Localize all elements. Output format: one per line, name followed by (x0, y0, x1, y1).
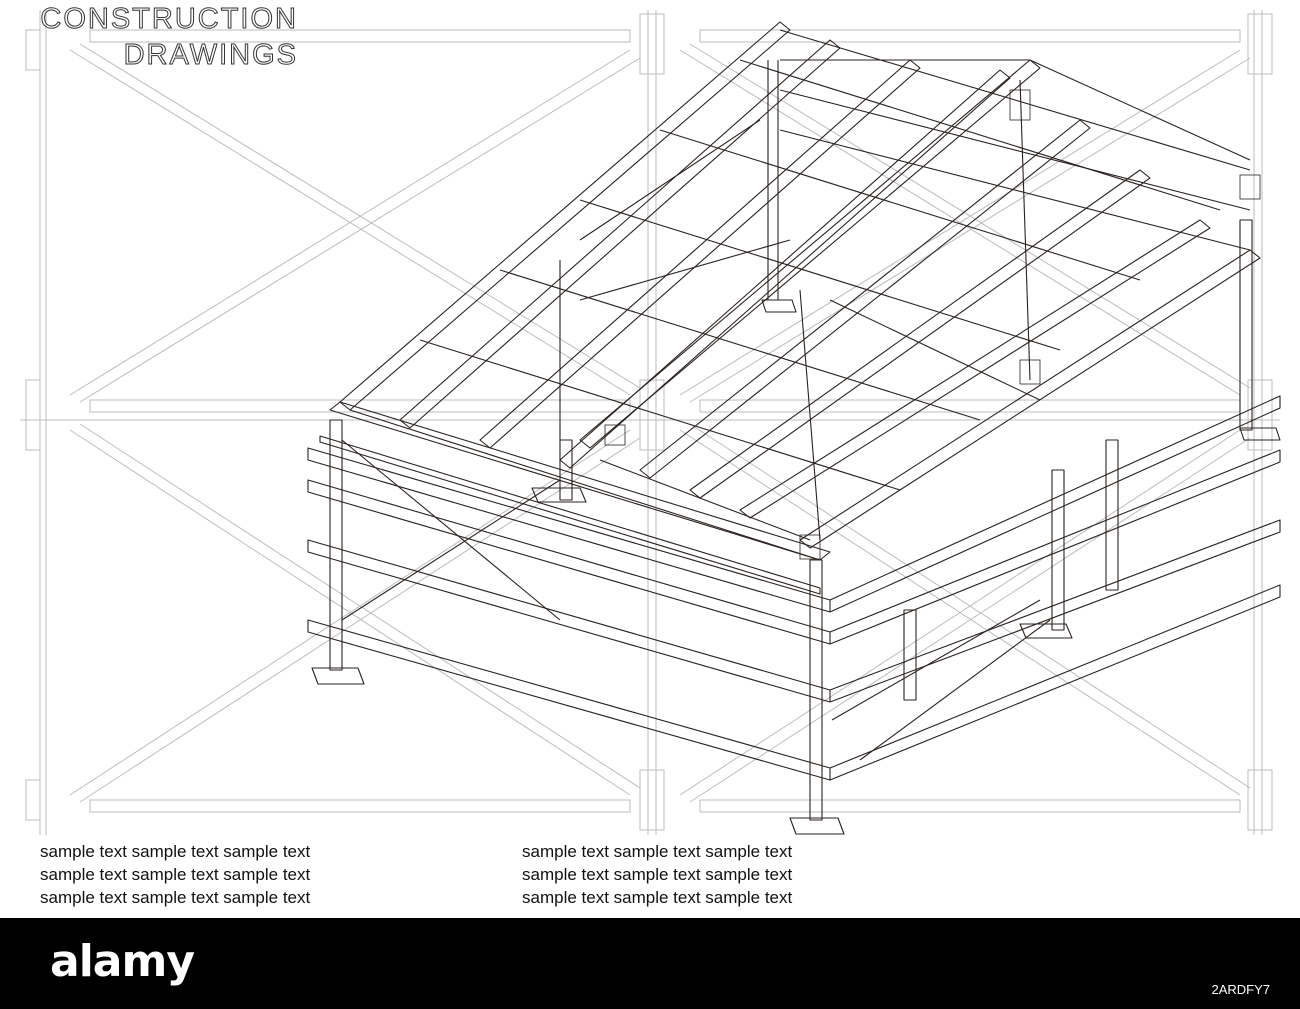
title-line-1: CONSTRUCTION (40, 3, 298, 35)
sample-text-line: sample text sample text sample text (522, 865, 793, 884)
steel-frame-drawing (307, 21, 1281, 835)
title-block: CONSTRUCTION DRAWINGS (40, 3, 298, 71)
footer-bar (0, 918, 1300, 1009)
sample-text-line: sample text sample text sample text (40, 842, 311, 861)
title-line-2: DRAWINGS (124, 39, 298, 70)
sample-text-line: sample text sample text sample text (40, 865, 311, 884)
sample-text-line: sample text sample text sample text (522, 888, 793, 907)
sample-text-line: sample text sample text sample text (40, 888, 311, 907)
image-id: 2ARDFY7 (1211, 982, 1270, 997)
background-grid-drawing (20, 10, 1280, 835)
drawing-area: sample text sample text sample text samp… (20, 2, 1281, 909)
sample-text-block-left: sample text sample text sample text samp… (40, 840, 310, 909)
sample-text-block-right: sample text sample text sample text samp… (522, 840, 792, 909)
sample-text-line: sample text sample text sample text (522, 842, 793, 861)
alamy-logo: alamy (50, 936, 195, 987)
